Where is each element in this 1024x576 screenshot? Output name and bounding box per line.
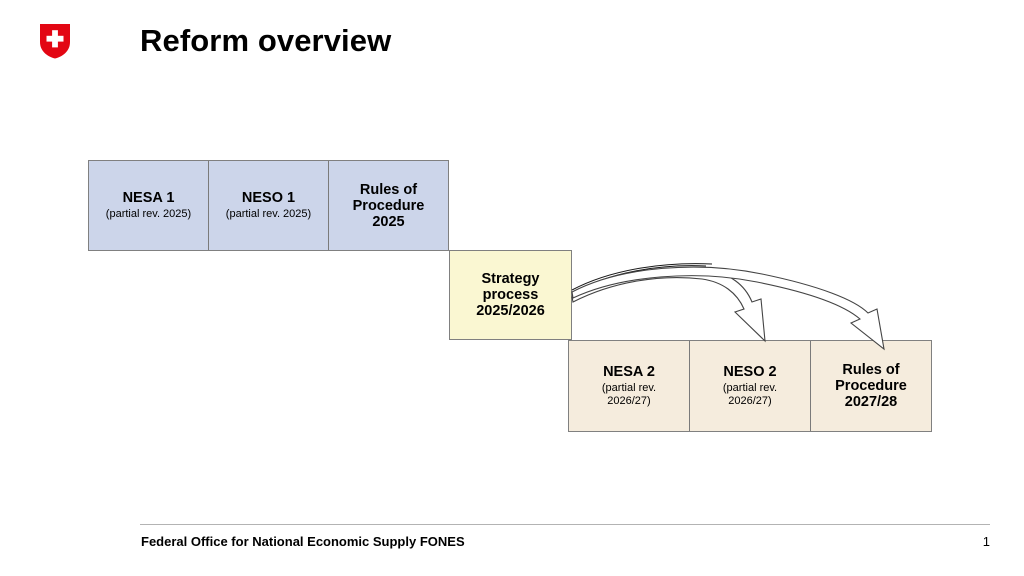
box-neso-1[interactable]: NESO 1 (partial rev. 2025) (209, 161, 329, 250)
box-nesa-1-title: NESA 1 (122, 189, 175, 206)
box-strategy-process[interactable]: Strategy process 2025/2026 (449, 250, 572, 340)
footer-divider (140, 524, 990, 525)
box-rules-of-procedure-2027-28-title: Rules of Procedure 2027/28 (835, 362, 907, 410)
phase-one-row: NESA 1 (partial rev. 2025) NESO 1 (parti… (88, 160, 449, 251)
footer-organisation: Federal Office for National Economic Sup… (141, 534, 465, 549)
box-nesa-1[interactable]: NESA 1 (partial rev. 2025) (89, 161, 209, 250)
box-neso-2[interactable]: NESO 2 (partial rev. 2026/27) (690, 341, 811, 431)
box-rules-of-procedure-2027-28[interactable]: Rules of Procedure 2027/28 (811, 341, 931, 431)
page-title: Reform overview (140, 23, 392, 58)
box-nesa-2-subtitle: (partial rev. 2026/27) (601, 381, 657, 408)
page-number: 1 (982, 534, 990, 549)
box-rules-of-procedure-2025[interactable]: Rules of Procedure 2025 (329, 161, 448, 250)
box-neso-2-subtitle: (partial rev. 2026/27) (722, 381, 778, 408)
box-nesa-1-subtitle: (partial rev. 2025) (105, 207, 192, 220)
phase-two-row: NESA 2 (partial rev. 2026/27) NESO 2 (pa… (568, 340, 932, 432)
box-rules-of-procedure-2025-title: Rules of Procedure 2025 (352, 181, 425, 230)
arrow-strategy-to-rules-of-procedure (571, 266, 885, 351)
box-neso-2-title: NESO 2 (723, 363, 777, 380)
box-nesa-2[interactable]: NESA 2 (partial rev. 2026/27) (569, 341, 690, 431)
box-strategy-process-title: Strategy process 2025/2026 (476, 271, 545, 319)
box-neso-1-subtitle: (partial rev. 2025) (225, 207, 312, 220)
arrow-strategy-to-neso-2 (571, 268, 766, 343)
box-nesa-2-title: NESA 2 (603, 363, 655, 380)
box-neso-1-title: NESO 1 (241, 189, 296, 206)
swiss-coat-of-arms-logo (40, 24, 70, 59)
